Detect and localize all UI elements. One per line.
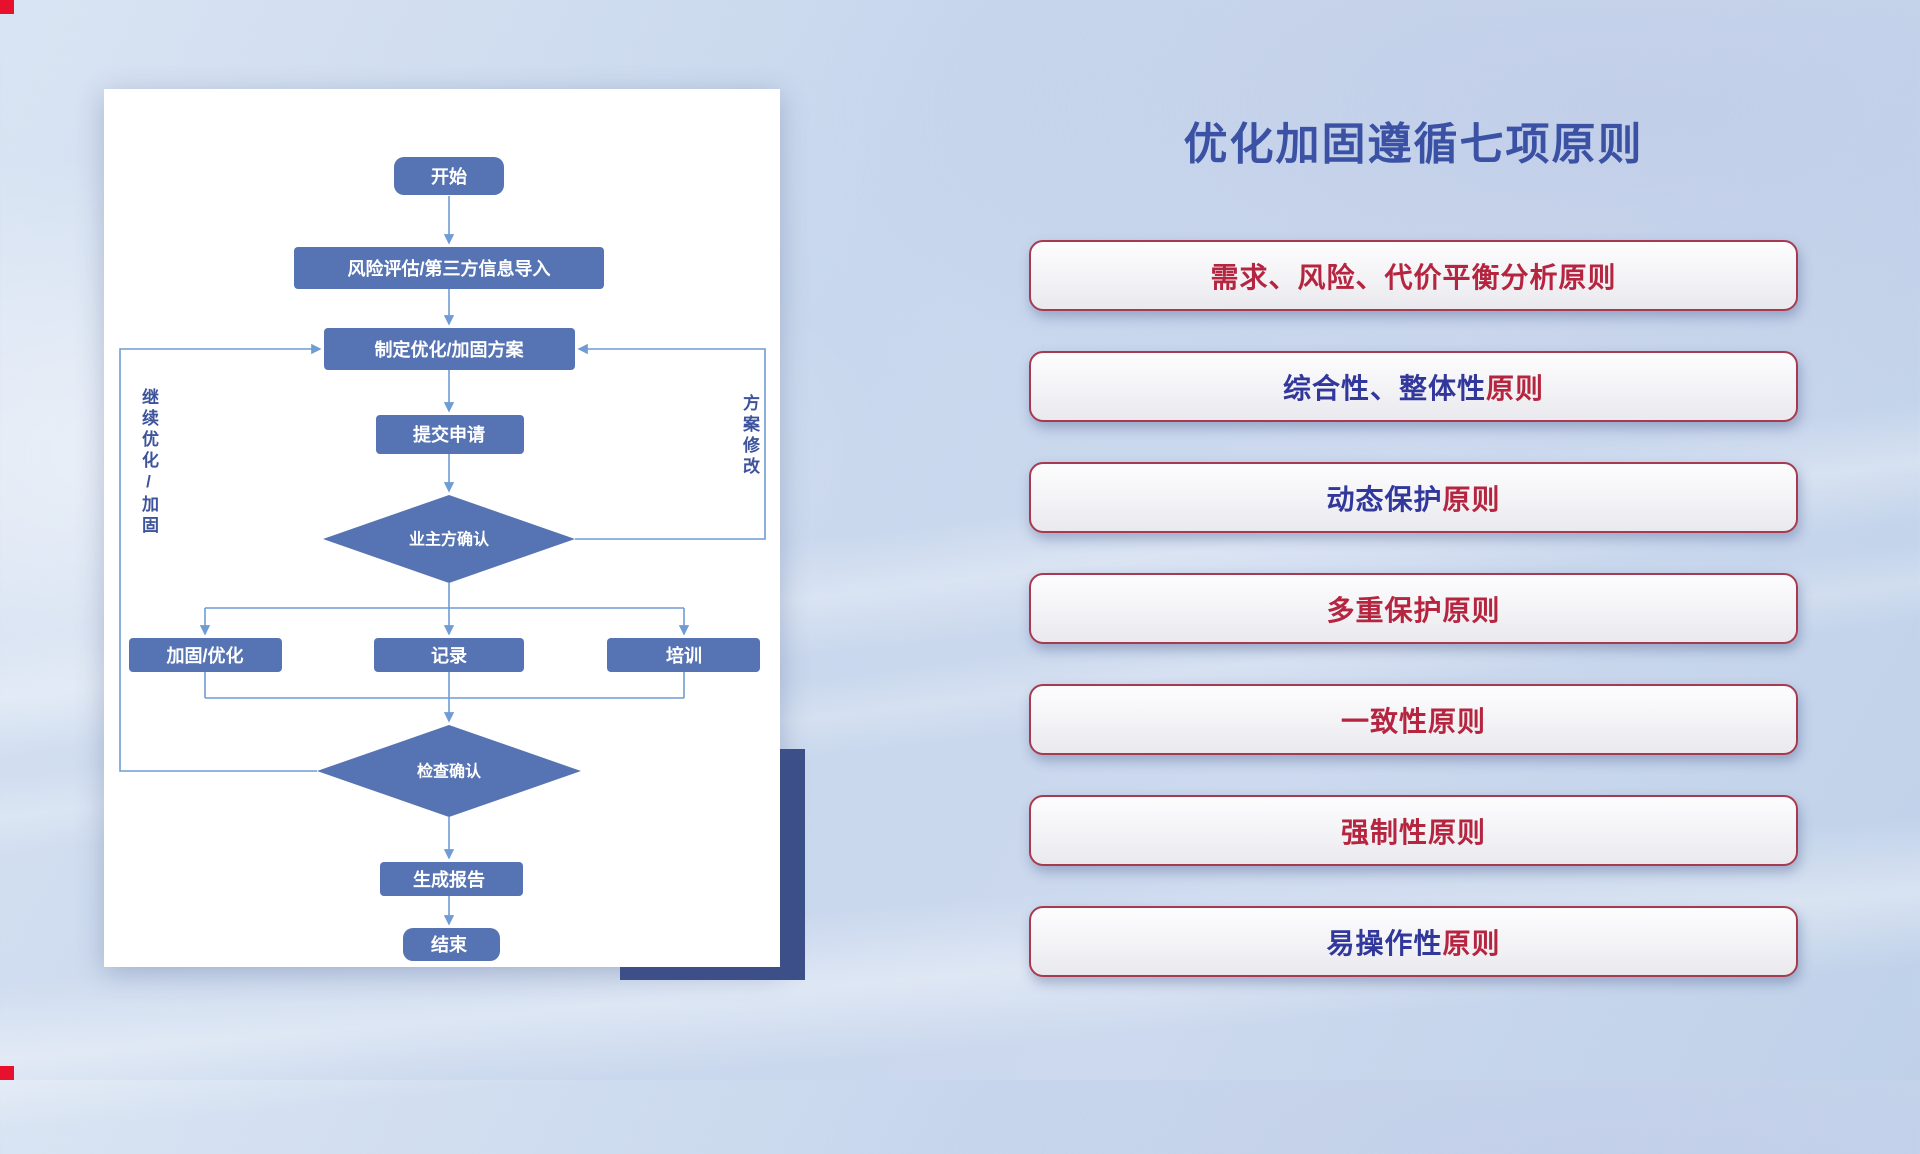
principle-box-2: 综合性、整体性原则 [1029,351,1798,422]
node-record-label: 记录 [431,646,467,666]
page-title: 优化加固遵循七项原则 [1183,120,1644,169]
node-reinforce-label: 加固/优化 [165,645,243,666]
node-start-label: 开始 [431,166,467,187]
flowchart-diagram: 开始 风险评估/第三方信息导入 制定优化/加固方案 提交申请 业主方确认 加固/… [119,157,766,961]
left-loop-label: 继续优化/加固 [139,388,158,537]
node-record [374,638,524,672]
node-training [607,638,760,672]
node-report-label: 生成报告 [413,869,485,890]
node-make-plan [324,328,575,370]
connector-left-loop [119,343,322,772]
principle-text-blue: 易操作性 [1326,927,1443,959]
principle-text-blue: 综合性、整体性 [1282,372,1486,404]
corner-marker-top-left [0,0,14,14]
principle-box-4: 多重保护原则 [1029,573,1798,644]
node-end [403,928,500,961]
node-check-confirm [317,725,581,817]
node-training-label: 培训 [666,645,702,666]
principle-box-1: 需求、风险、代价平衡分析原则 [1029,240,1798,311]
connector-row-merge [204,672,685,699]
node-submit [376,415,524,454]
principles-list: 需求、风险、代价平衡分析原则 综合性、整体性原则 动态保护原则 多重保护原则 一… [1029,240,1798,1017]
node-submit-label: 提交申请 [413,424,485,445]
node-reinforce [129,638,282,672]
node-make-plan-label: 制定优化/加固方案 [374,339,524,360]
node-start [394,157,504,195]
corner-marker-bottom-left [0,1066,14,1080]
node-risk-import [294,247,604,289]
principle-text-red: 一致性原则 [1340,705,1486,737]
node-risk-import-label: 风险评估/第三方信息导入 [348,258,551,279]
principle-box-3: 动态保护原则 [1029,462,1798,533]
principle-text-red: 强制性原则 [1340,816,1486,848]
principle-text-red: 需求、风险、代价平衡分析原则 [1210,261,1617,293]
principle-text-red: 原则 [1442,927,1501,959]
node-end-label: 结束 [431,934,468,955]
node-report [380,862,523,896]
flowchart-card: 开始 风险评估/第三方信息导入 制定优化/加固方案 提交申请 业主方确认 加固/… [104,89,780,967]
node-owner-confirm [323,495,575,583]
principle-text-red: 多重保护原则 [1326,594,1501,626]
connector-right-loop [575,343,766,540]
right-loop-label: 方案修改 [740,394,759,478]
node-check-confirm-label: 检查确认 [417,762,482,781]
node-owner-confirm-label: 业主方确认 [409,530,490,549]
principle-box-7: 易操作性原则 [1029,906,1798,977]
principle-text-blue: 动态保护 [1326,483,1443,515]
principle-text-red: 原则 [1486,372,1545,404]
principle-box-5: 一致性原则 [1029,684,1798,755]
connector-ownerconfirm-branch [205,583,684,609]
principle-text-red: 原则 [1442,483,1501,515]
principle-box-6: 强制性原则 [1029,795,1798,866]
